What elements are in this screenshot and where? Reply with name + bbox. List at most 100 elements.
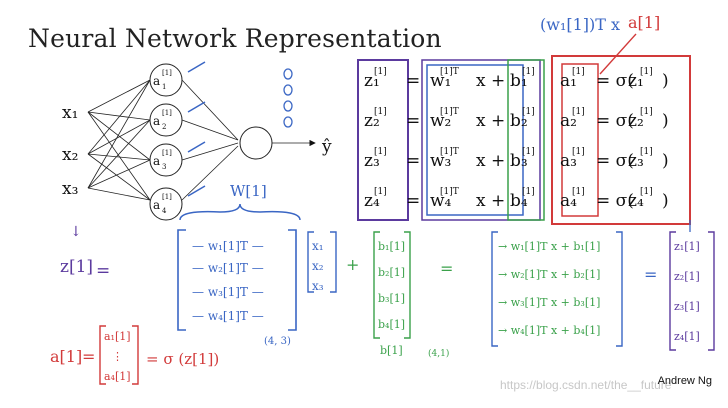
svg-text:= σ (z[1]): = σ (z[1]) — [146, 350, 219, 368]
svg-text:[1]: [1] — [640, 67, 653, 77]
svg-text:b₄: b₄ — [510, 191, 528, 211]
svg-text:a₄[1]: a₄[1] — [104, 370, 131, 383]
b-vector: b₁[1] b₂[1] b₃[1] b₄[1] b[1] (4,1) — [373, 231, 449, 359]
svg-text:= σ(: = σ( — [596, 111, 634, 131]
svg-text:[1]T: [1]T — [440, 187, 459, 197]
svg-text:a: a — [153, 198, 160, 212]
svg-text:b[1]: b[1] — [380, 344, 403, 357]
svg-text:=: = — [440, 259, 453, 278]
svg-text:[1]: [1] — [374, 147, 387, 157]
svg-text:x +: x + — [476, 151, 505, 171]
svg-text:→ w₁[1]T x + b₁[1]: → w₁[1]T x + b₁[1] — [498, 240, 600, 253]
svg-text:): ) — [662, 111, 669, 131]
svg-text:z₁: z₁ — [364, 71, 380, 91]
W-matrix-label: W[1] — [230, 182, 267, 200]
equation-row-4: z₄[1] = w₄[1]T x + b₄[1] a₄[1] = σ(z₄[1]… — [364, 187, 669, 211]
network-edges — [87, 79, 316, 201]
svg-text:): ) — [662, 191, 669, 211]
svg-text:a₃: a₃ — [560, 151, 577, 171]
svg-text:→ w₂[1]T x + b₂[1]: → w₂[1]T x + b₂[1] — [498, 268, 600, 281]
svg-text:[1]T: [1]T — [440, 147, 459, 157]
svg-text:+: + — [346, 255, 359, 274]
svg-text:z₃: z₃ — [364, 151, 380, 171]
W-matrix: — w₁[1]T — — w₂[1]T — — w₃[1]T — — w₄[1]… — [177, 229, 297, 347]
svg-text:b₂[1]: b₂[1] — [378, 266, 405, 279]
neural-network-diagram: x₁ x₂ x₃ a[1]1 a[1]2 a[1]3 a[1]4 ŷ — [62, 61, 332, 221]
blue-dot-stack — [283, 68, 293, 128]
svg-text:(4,1): (4,1) — [428, 348, 449, 359]
svg-text:x +: x + — [476, 111, 505, 131]
svg-text:): ) — [662, 71, 669, 91]
svg-text:1: 1 — [162, 83, 166, 91]
top-formula: (w₁[1])T x — [540, 15, 620, 34]
svg-text:a₁[1]: a₁[1] — [104, 330, 131, 343]
svg-text:[1]: [1] — [640, 187, 653, 197]
svg-text:z₄: z₄ — [628, 191, 644, 211]
svg-text:x +: x + — [476, 191, 505, 211]
a-sigma-block: a[1] = a₁[1] ⋮ a₄[1] = σ (z[1]) — [50, 325, 219, 385]
svg-text:= σ(: = σ( — [596, 191, 634, 211]
svg-text:=: = — [406, 151, 420, 171]
svg-text:⋮: ⋮ — [112, 350, 123, 363]
svg-text:b₃[1]: b₃[1] — [378, 292, 405, 305]
input-x3: x₃ — [62, 179, 78, 199]
svg-text:[1]: [1] — [374, 187, 387, 197]
svg-text:[1]T: [1]T — [440, 67, 459, 77]
svg-text:= σ(: = σ( — [596, 71, 634, 91]
svg-text:=: = — [406, 111, 420, 131]
equation-row-2: z₂[1] = w₂[1]T x + b₂[1] a₂[1] = σ(z₂[1]… — [364, 107, 669, 131]
hidden-node-1: a[1]1 — [149, 63, 183, 97]
svg-text:[1]: [1] — [162, 109, 172, 117]
svg-text:z₂: z₂ — [364, 111, 380, 131]
svg-text:[1]: [1] — [572, 67, 585, 77]
svg-text:z₃[1]: z₃[1] — [674, 300, 700, 313]
svg-text:b₁: b₁ — [510, 71, 528, 91]
svg-text:=: = — [96, 261, 110, 281]
equations-block: z₁[1] = w₁[1]T x + b₁[1] a₁[1] = σ(z₁[1]… — [357, 55, 691, 225]
svg-text:w₄: w₄ — [430, 191, 452, 211]
output-node — [239, 126, 273, 160]
svg-text:[1]: [1] — [374, 107, 387, 117]
svg-text:[1]: [1] — [640, 107, 653, 117]
svg-text:[1]: [1] — [162, 69, 172, 77]
svg-text:b₄[1]: b₄[1] — [378, 318, 405, 331]
svg-text:[1]: [1] — [162, 149, 172, 157]
svg-text:z₂[1]: z₂[1] — [674, 270, 700, 283]
svg-text:z₄[1]: z₄[1] — [674, 330, 700, 343]
svg-text:3: 3 — [162, 163, 166, 171]
svg-text:): ) — [662, 151, 669, 171]
svg-text:↓: ↓ — [70, 224, 82, 240]
svg-text:— w₂[1]T —: — w₂[1]T — — [192, 261, 264, 275]
svg-text:z₃: z₃ — [628, 151, 644, 171]
svg-text:[1]: [1] — [522, 67, 535, 77]
result-vector: → w₁[1]T x + b₁[1] → w₂[1]T x + b₂[1] → … — [491, 231, 623, 347]
equation-row-1: z₁[1] = w₁[1]T x + b₁[1] a₁[1] = σ(z₁[1]… — [364, 67, 669, 91]
svg-text:x +: x + — [476, 71, 505, 91]
svg-text:a₁: a₁ — [560, 71, 577, 91]
svg-text:[1]: [1] — [572, 107, 585, 117]
svg-text:z₁[1]: z₁[1] — [674, 240, 700, 253]
top-a-label: a[1] — [628, 13, 660, 32]
svg-text:— w₁[1]T —: — w₁[1]T — — [192, 239, 264, 253]
svg-text:=: = — [82, 347, 95, 366]
svg-text:4: 4 — [162, 207, 167, 215]
svg-text:x₃: x₃ — [312, 279, 324, 293]
svg-text:z₁: z₁ — [628, 71, 644, 91]
svg-text:b₂: b₂ — [510, 111, 528, 131]
svg-text:a[1]: a[1] — [50, 347, 82, 366]
svg-text:[1]: [1] — [522, 187, 535, 197]
watermark-url: https://blog.csdn.net/the__future — [500, 378, 672, 392]
svg-text:b₃: b₃ — [510, 151, 528, 171]
svg-text:a: a — [153, 154, 160, 168]
svg-text:— w₃[1]T —: — w₃[1]T — — [192, 285, 264, 299]
svg-text:=: = — [644, 265, 657, 284]
svg-text:x₁: x₁ — [312, 239, 324, 253]
svg-text:=: = — [406, 191, 420, 211]
svg-text:w₂: w₂ — [430, 111, 451, 131]
input-x2: x₂ — [62, 145, 78, 165]
svg-text:x₂: x₂ — [312, 259, 324, 273]
svg-text:a₄: a₄ — [560, 191, 577, 211]
z-vector: z₁[1] z₂[1] z₃[1] z₄[1] — [669, 220, 715, 351]
